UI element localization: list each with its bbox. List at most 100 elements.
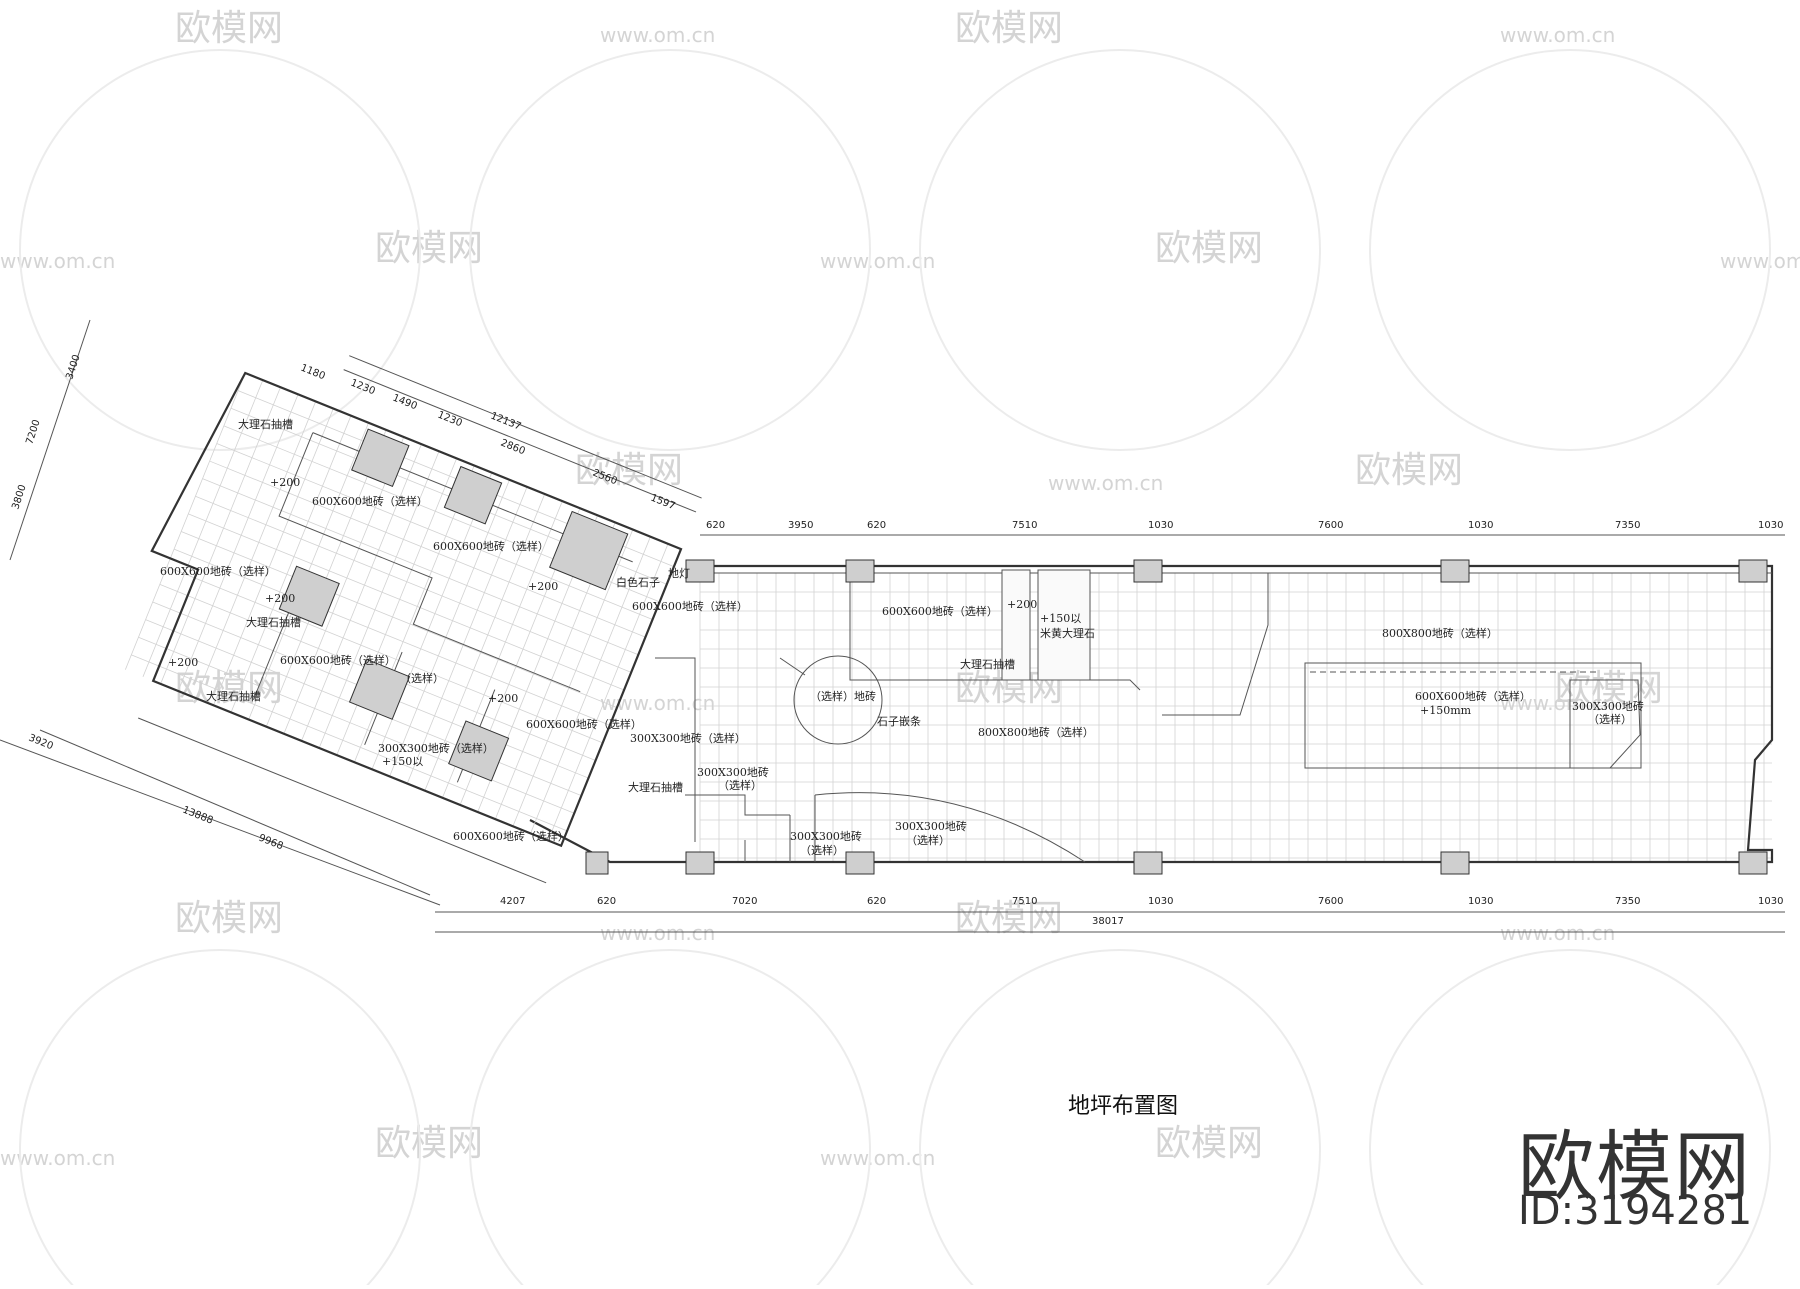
room-label: （选样）	[906, 833, 950, 847]
dim-top: 7510	[1012, 520, 1037, 531]
room-label: 600X600地砖（选样）	[453, 829, 569, 843]
left-dim-line	[9, 319, 91, 561]
watermark-url: www.om.cn	[0, 1146, 115, 1170]
dim-left: 3800	[10, 483, 28, 511]
dim-top: 620	[867, 520, 886, 531]
wing-column-1	[351, 428, 410, 488]
room-label: （选样）	[718, 778, 762, 792]
dim-wing-total: 12137	[489, 411, 523, 433]
room-label: 600X600地砖（选样）	[433, 539, 549, 553]
room-label: （选样）地砖	[810, 689, 876, 703]
watermark-logo: 欧模网	[375, 1123, 483, 1164]
brand-logo: 欧模网	[1518, 1122, 1752, 1211]
watermark-layer: 欧模网欧模网欧模网欧模网欧模网欧模网欧模网欧模网欧模网欧模网欧模网欧模网欧模网w…	[0, 8, 1800, 1289]
room-label: 大理石抽槽	[246, 615, 301, 629]
grid-line	[166, 566, 603, 744]
room-label: 600X600地砖（选样）	[312, 494, 428, 508]
dim-wing-top: 1490	[391, 393, 419, 413]
wing-column-4	[278, 565, 340, 627]
column-bottom-1	[685, 851, 715, 875]
watermark-ring	[469, 49, 871, 451]
raised-strip	[1001, 569, 1031, 681]
beige-marble-area	[1037, 569, 1091, 681]
round-feature	[793, 655, 883, 745]
watermark-logo: 欧模网	[1155, 228, 1263, 269]
room-label: +150以	[382, 755, 423, 768]
partition-3	[849, 582, 1141, 691]
dim-top: 7600	[1318, 520, 1343, 531]
watermark-url: www.om.cn	[600, 23, 715, 47]
wing-column-5	[348, 658, 411, 720]
grid-line	[406, 486, 528, 784]
curved-counter	[814, 792, 1086, 863]
room-label: 300X300地砖（选样）	[378, 741, 494, 755]
room-label: （选样）	[800, 843, 844, 857]
wing-bottom-dim	[0, 739, 441, 906]
main-hall	[529, 564, 1774, 864]
grid-line	[371, 472, 493, 770]
watermark-url: www.om.cn	[600, 691, 715, 715]
room-label: +200	[528, 580, 558, 593]
grid-line	[301, 444, 422, 742]
left-wing	[124, 355, 702, 884]
watermark-ring	[1369, 949, 1771, 1289]
grid-line	[181, 531, 618, 708]
dim-bottom: 1030	[1468, 896, 1493, 907]
dim-wing-top: 1180	[299, 363, 327, 383]
wing-bottom-dim-line	[137, 717, 547, 884]
room-label: +200	[265, 592, 295, 605]
dim-bottom: 1030	[1148, 896, 1173, 907]
room-label: +150以	[1040, 612, 1081, 625]
room-label: 600X600地砖（选样）	[526, 717, 642, 731]
room-label: 600X600地砖（选样）	[280, 653, 396, 667]
grid-line	[124, 372, 246, 670]
watermark-logo: 欧模网	[955, 898, 1063, 939]
room-label: +200	[1007, 598, 1037, 611]
grid-line	[177, 394, 299, 692]
watermark-logo: 欧模网	[955, 8, 1063, 49]
watermark-url: www.om.cn	[1048, 471, 1163, 495]
partition-6	[685, 794, 790, 816]
grid-line	[512, 529, 634, 827]
dim-wing-top: 2860	[499, 438, 527, 458]
grid-line	[353, 465, 475, 763]
watermark-url: www.om.cn	[820, 249, 935, 273]
dim-wing-bottom: 13888	[181, 805, 215, 827]
grid-line	[142, 379, 264, 677]
grid-line	[213, 408, 334, 706]
dim-total: 38017	[1092, 916, 1124, 927]
watermark-url: www.om.cn	[1720, 249, 1800, 273]
dim-left: 7200	[24, 418, 42, 446]
room-label: 600X600地砖（选样）	[160, 564, 276, 578]
room-labels: 大理石抽槽 +200 600X600地砖（选样） 600X600地砖（选样） 600X6…	[160, 417, 1644, 857]
dim-top: 1030	[1468, 520, 1493, 531]
grid-line	[547, 543, 669, 841]
column-set	[585, 559, 1768, 875]
watermark-logo: 欧模网	[175, 898, 283, 939]
watermark-logo: 欧模网	[1555, 668, 1663, 709]
room-label: 800X800地砖（选样）	[1382, 626, 1498, 640]
wing-bottom-dim-2	[39, 729, 431, 896]
room-label: （选样）	[400, 671, 444, 685]
room-label: 白色石子	[616, 575, 660, 589]
grid-line	[195, 495, 632, 673]
room-label: +200	[168, 656, 198, 669]
grid-line	[138, 636, 575, 814]
room-label: 大理石抽槽	[628, 780, 683, 794]
room-label: 300X300地砖	[697, 765, 769, 779]
dim-wing-top: 1230	[436, 410, 464, 430]
column-top-4	[1440, 559, 1470, 583]
raised-platform	[1304, 662, 1642, 769]
dim-bottom: 7350	[1615, 896, 1640, 907]
dim-wing-top: 1597	[649, 493, 677, 513]
watermark-url: www.om.cn	[1500, 23, 1615, 47]
dim-top: 7350	[1615, 520, 1640, 531]
room-label: 600X600地砖（选样）	[882, 604, 998, 618]
watermark-url: www.om.cn	[600, 921, 715, 945]
wing-dim-line-2	[343, 369, 697, 513]
room-label: +150mm	[1420, 704, 1472, 717]
watermark-ring	[19, 949, 421, 1289]
wing-column-6	[448, 720, 510, 782]
